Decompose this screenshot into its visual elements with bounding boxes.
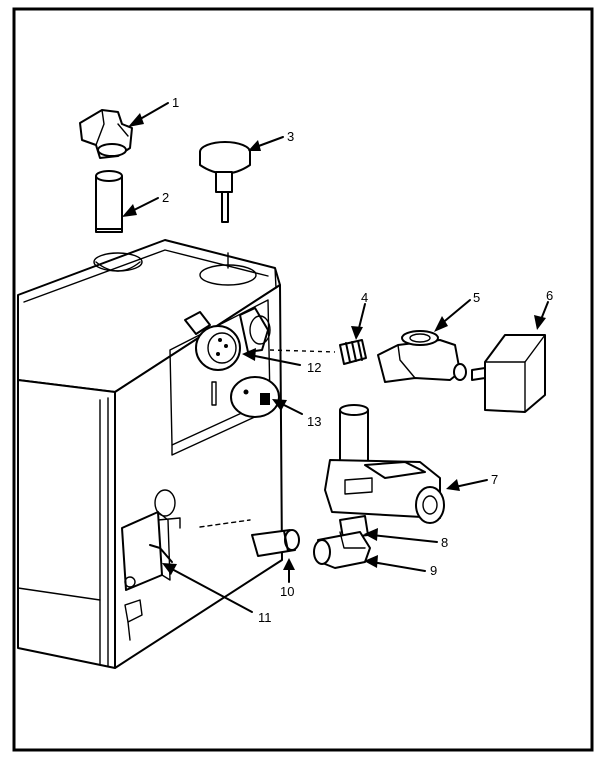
part-4-nipple	[339, 339, 367, 365]
part-2-pipe-nipple	[95, 170, 123, 233]
part-11-connection	[149, 544, 173, 563]
boiler-cabinet	[17, 239, 283, 669]
callout-3: 3	[287, 129, 294, 144]
diagram-border	[12, 7, 594, 752]
part-10-nipple	[251, 529, 300, 557]
part-7-valve-assembly	[324, 404, 445, 539]
callout-4: 4	[361, 290, 368, 305]
callout-labels: 1 2 3 4 5 6 7 8 9 10 11 12 13	[162, 95, 553, 625]
part-13-control-disk	[211, 376, 280, 418]
part-1-relief-valve	[79, 109, 133, 159]
callout-12: 12	[307, 360, 321, 375]
callout-5: 5	[473, 290, 480, 305]
callout-7: 7	[491, 472, 498, 487]
part-3-gauge	[199, 141, 251, 223]
part-5-tee-fitting	[377, 330, 467, 383]
callout-arrows	[122, 102, 549, 613]
part-8-9-elbow	[313, 531, 371, 569]
callout-11: 11	[258, 610, 272, 625]
callout-9: 9	[430, 563, 437, 578]
part-12-fitting	[184, 307, 336, 371]
callout-13: 13	[307, 414, 321, 429]
callout-10: 10	[280, 584, 294, 599]
callout-8: 8	[441, 535, 448, 550]
callout-6: 6	[546, 288, 553, 303]
callout-2: 2	[162, 190, 169, 205]
callout-1: 1	[172, 95, 179, 110]
part-6-control-box	[471, 334, 546, 413]
